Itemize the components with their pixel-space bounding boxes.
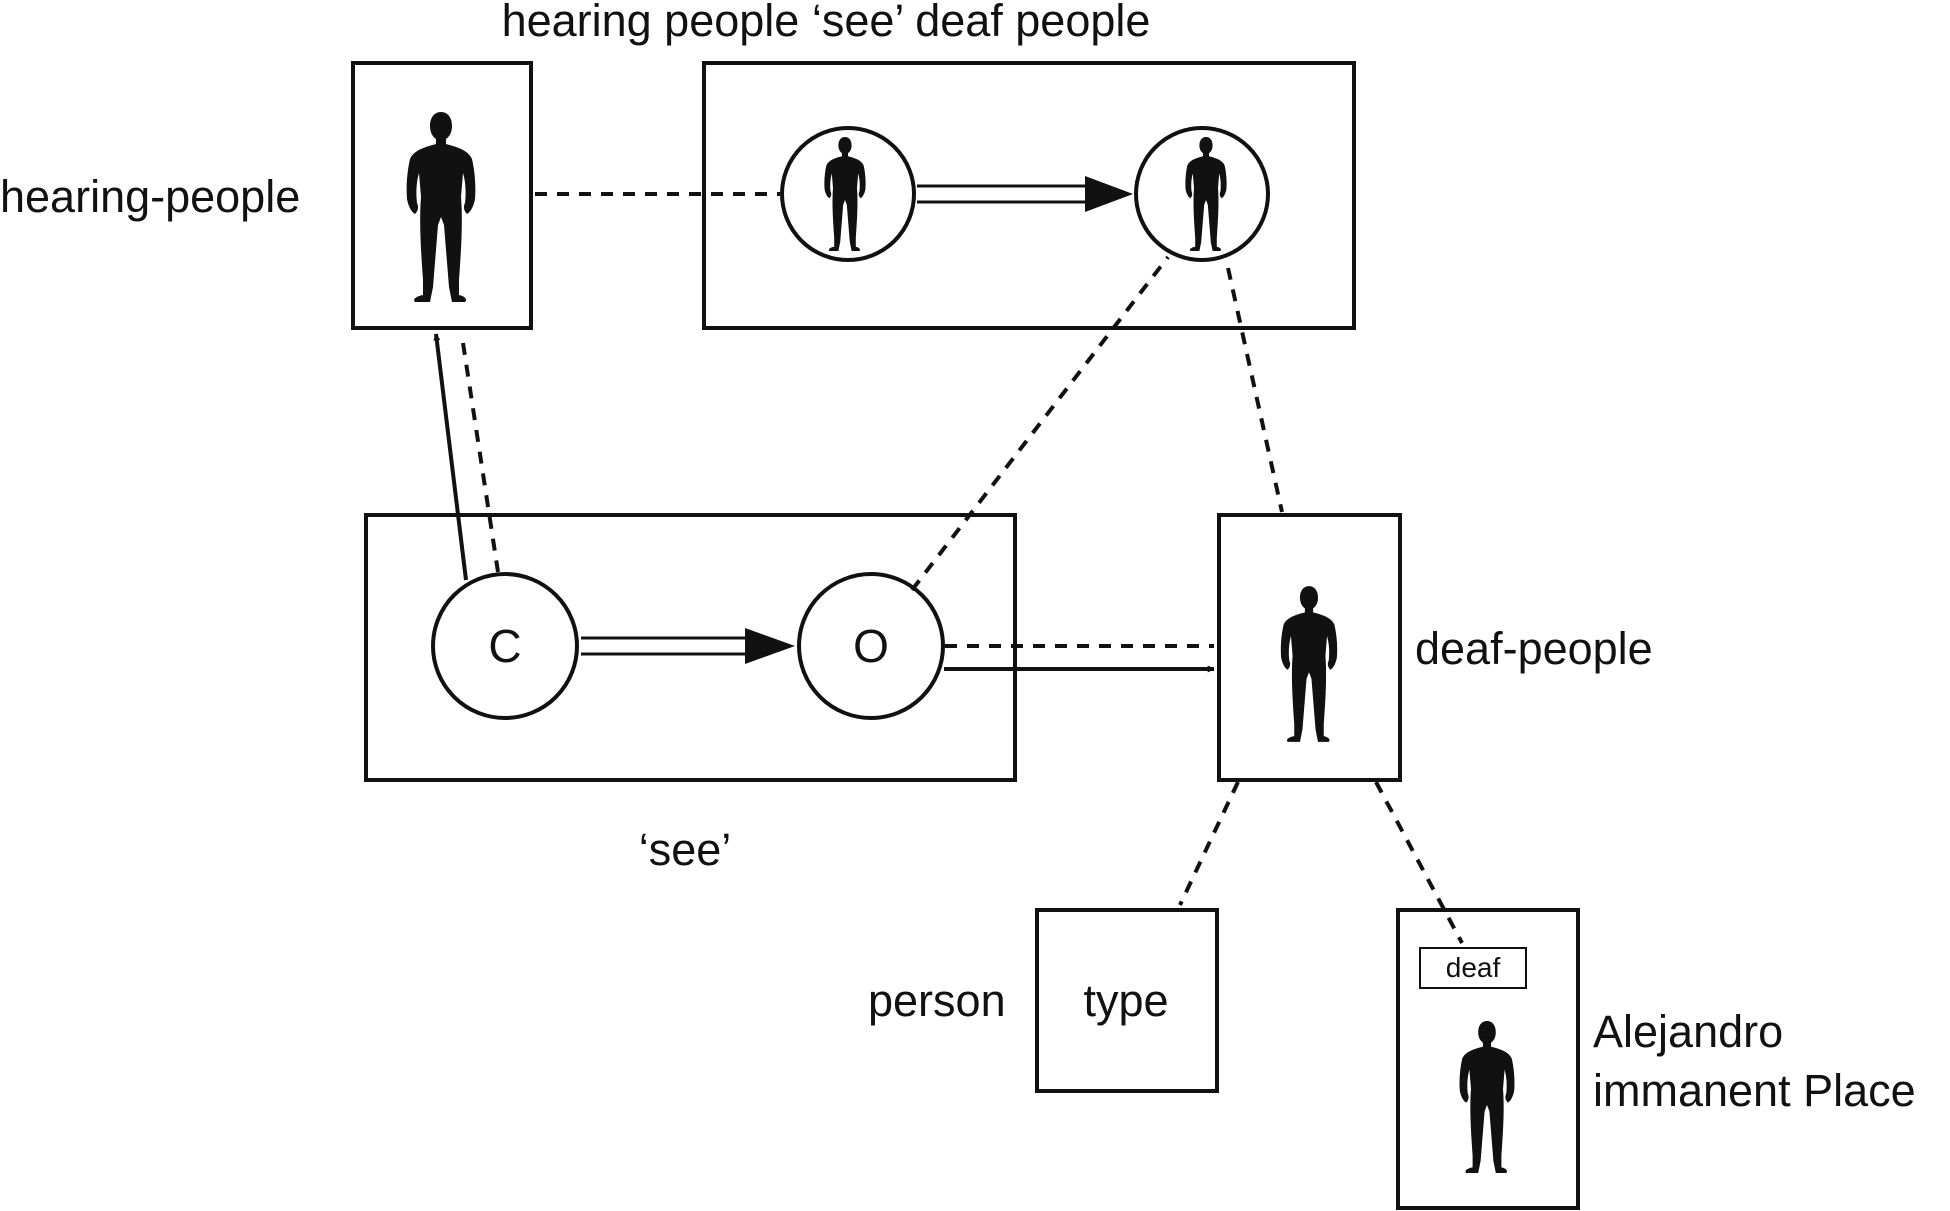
dashed-link-o-deaf-node — [910, 255, 1170, 592]
person-silhouette-icon — [1280, 586, 1338, 742]
deaf-people-box — [1217, 513, 1402, 782]
diagram-title: hearing people ‘see’ deaf people — [502, 0, 1151, 46]
type-label: type — [1083, 975, 1168, 1026]
person-silhouette-icon — [1459, 1021, 1515, 1173]
c-node — [431, 572, 579, 720]
double-arrow-hearing-to-deaf — [917, 176, 1133, 212]
o-node — [797, 572, 945, 720]
hearing-people-label: hearing-people — [0, 171, 300, 222]
dashed-link-deaf-type — [1178, 781, 1240, 906]
deaf-people-label: deaf-people — [1415, 623, 1653, 674]
deaf-tag-label: deaf — [1446, 952, 1501, 983]
hearing-see-deaf-box — [702, 61, 1356, 330]
dashed-link-deaf-node-box — [1226, 267, 1284, 513]
person-silhouette-icon — [406, 112, 476, 302]
see-label: ‘see’ — [639, 824, 732, 875]
arrow-c-to-hearing-people — [433, 333, 468, 581]
deaf-tag-box — [1419, 947, 1527, 989]
person-label: person — [868, 975, 1006, 1026]
dashed-link-deaf-alejandro — [1374, 781, 1464, 944]
person-type-box — [1035, 908, 1219, 1093]
hearing-people-box — [351, 61, 533, 330]
o-node-label: O — [853, 620, 889, 672]
alejandro-label: Alejandro — [1593, 1006, 1783, 1057]
alejandro-box — [1396, 908, 1580, 1210]
c-node-label: C — [488, 620, 521, 672]
double-arrow-c-to-o — [581, 628, 795, 664]
dashed-link-c-hearing — [461, 342, 500, 573]
immanent-place-label: immanent Place — [1593, 1065, 1916, 1116]
